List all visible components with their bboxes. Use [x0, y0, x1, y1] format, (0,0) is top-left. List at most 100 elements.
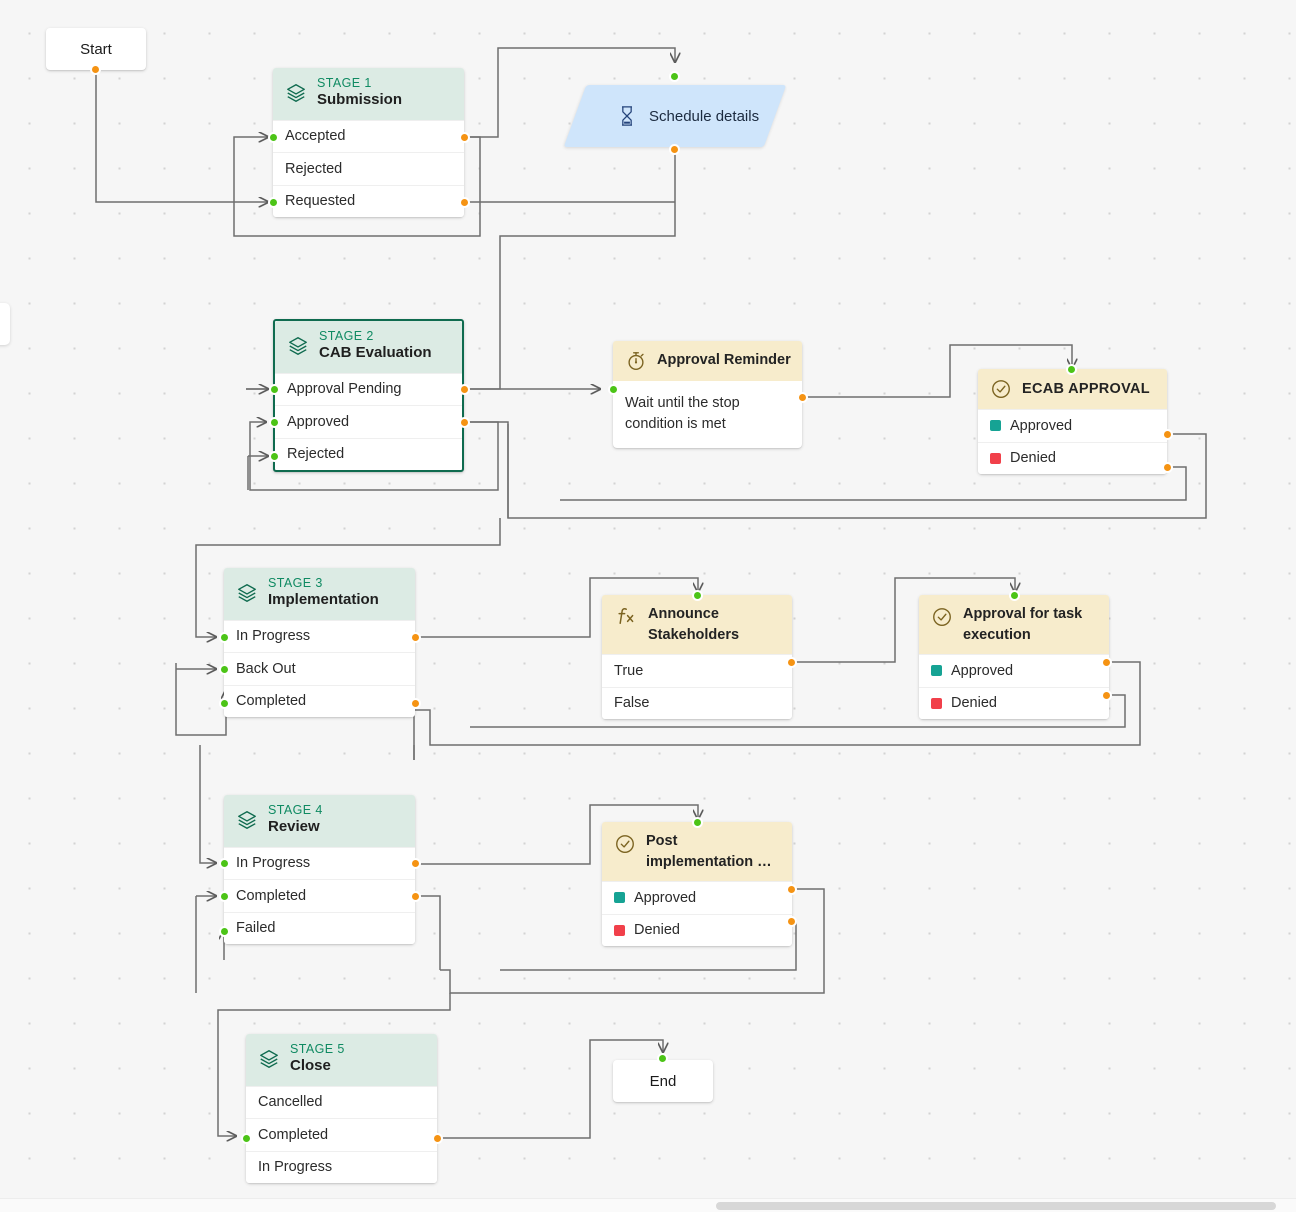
horizontal-scrollbar-thumb[interactable]: [716, 1202, 1276, 1210]
check-circle-icon: [616, 835, 634, 853]
stage-1-header: STAGE 1 Submission: [273, 68, 464, 120]
post-implementation-row-approved[interactable]: Approved: [602, 881, 792, 914]
approval-task-execution-in-port[interactable]: [1009, 590, 1020, 601]
schedule-details-out-port[interactable]: [669, 144, 680, 155]
ecab-approval-row-denied[interactable]: Denied: [978, 441, 1167, 474]
stage-2-number: STAGE 2: [319, 329, 374, 343]
stage-5-node[interactable]: STAGE 5 Close Cancelled Completed In Pro…: [246, 1034, 437, 1184]
stage-3-in-progress-in-port[interactable]: [219, 632, 230, 643]
approval-task-execution-approved-out-port[interactable]: [1101, 657, 1112, 668]
end-node[interactable]: End: [613, 1060, 713, 1102]
stage-2-row-rejected[interactable]: Rejected: [275, 437, 462, 471]
stage-1-node[interactable]: STAGE 1 Submission Accepted Rejected Req…: [273, 68, 464, 218]
stage-5-completed-out-port[interactable]: [432, 1133, 443, 1144]
schedule-details-label: Schedule details: [649, 107, 760, 125]
announce-stakeholders-title: Announce Stakeholders: [648, 606, 740, 643]
ecab-approval-node[interactable]: ECAB APPROVAL Approved Denied: [978, 369, 1167, 474]
post-implementation-node[interactable]: Post implementation … Approved Denied: [602, 822, 792, 947]
stage-1-row-requested[interactable]: Requested: [273, 184, 464, 218]
stage-5-completed-in-port[interactable]: [241, 1133, 252, 1144]
stage-5-row-cancelled[interactable]: Cancelled: [246, 1085, 437, 1119]
stage-1-accepted-in-port[interactable]: [268, 132, 279, 143]
ecab-approval-in-port[interactable]: [1066, 364, 1077, 375]
ecab-approval-approved-label: Approved: [1010, 417, 1073, 434]
stage-3-row-back-out[interactable]: Back Out: [224, 652, 415, 685]
start-node[interactable]: Start: [46, 28, 146, 70]
post-implementation-denied-label: Denied: [634, 922, 680, 939]
approval-reminder-out-port[interactable]: [797, 392, 808, 403]
stage-2-approved-out-port[interactable]: [459, 417, 470, 428]
stage-3-in-progress-out-port[interactable]: [410, 632, 421, 643]
approval-task-execution-row-denied[interactable]: Denied: [919, 686, 1109, 720]
stage-3-node[interactable]: STAGE 3 Implementation In Progress Back …: [224, 568, 415, 718]
layers-icon: [260, 1049, 278, 1068]
stage-5-header: STAGE 5 Close: [246, 1034, 437, 1086]
ecab-approval-title: ECAB APPROVAL: [1022, 380, 1150, 397]
stage-2-row-approved[interactable]: Approved: [275, 405, 462, 438]
horizontal-scrollbar[interactable]: [0, 1198, 1296, 1212]
schedule-details-in-port[interactable]: [669, 71, 680, 82]
stage-4-row-in-progress[interactable]: In Progress: [224, 846, 415, 880]
stage-4-in-progress-out-port[interactable]: [410, 858, 421, 869]
stage-2-rejected-in-port[interactable]: [269, 451, 280, 462]
stage-5-name: Close: [290, 1057, 331, 1075]
approved-swatch: [990, 420, 1001, 432]
announce-stakeholders-in-port[interactable]: [692, 590, 703, 601]
stage-2-approved-in-port[interactable]: [269, 417, 280, 428]
announce-stakeholders-true-out-port[interactable]: [786, 657, 797, 668]
approval-task-execution-row-approved[interactable]: Approved: [919, 654, 1109, 687]
stage-1-requested-out-port[interactable]: [459, 197, 470, 208]
stage-4-completed-out-port[interactable]: [410, 891, 421, 902]
approval-reminder-title: Approval Reminder: [657, 352, 791, 368]
post-implementation-denied-out-port[interactable]: [786, 916, 797, 927]
ecab-approval-row-approved[interactable]: Approved: [978, 409, 1167, 442]
check-circle-icon: [992, 380, 1010, 398]
function-fx-icon: [618, 608, 634, 624]
stage-2-row-approval-pending[interactable]: Approval Pending: [275, 372, 462, 406]
stage-5-row-in-progress[interactable]: In Progress: [246, 1150, 437, 1184]
stage-1-row-accepted[interactable]: Accepted: [273, 119, 464, 153]
announce-stakeholders-row-true[interactable]: True: [602, 654, 792, 687]
approval-reminder-node[interactable]: Approval Reminder Wait until the stop co…: [613, 341, 802, 449]
announce-stakeholders-node[interactable]: Announce Stakeholders True False: [602, 595, 792, 720]
stage-4-in-progress-in-port[interactable]: [219, 858, 230, 869]
stage-3-back-out-in-port[interactable]: [219, 664, 230, 675]
hourglass-icon: [622, 106, 632, 126]
check-circle-icon: [933, 608, 951, 626]
denied-swatch: [990, 452, 1001, 464]
approval-task-execution-denied-out-port[interactable]: [1101, 690, 1112, 701]
ecab-approval-approved-out-port[interactable]: [1162, 429, 1173, 440]
side-panel-handle[interactable]: [0, 303, 10, 345]
start-out-port[interactable]: [90, 64, 101, 75]
end-in-port[interactable]: [657, 1053, 668, 1064]
stage-4-row-failed[interactable]: Failed: [224, 911, 415, 945]
stage-4-failed-in-port[interactable]: [219, 926, 230, 937]
approval-reminder-body: Wait until the stop condition is met: [625, 395, 740, 432]
stage-1-accepted-out-port[interactable]: [459, 132, 470, 143]
stage-1-row-rejected[interactable]: Rejected: [273, 152, 464, 185]
stage-3-completed-in-port[interactable]: [219, 698, 230, 709]
post-implementation-in-port[interactable]: [692, 817, 703, 828]
stage-3-completed-out-port[interactable]: [410, 698, 421, 709]
approval-task-execution-node[interactable]: Approval for task execution Approved Den…: [919, 595, 1109, 720]
stage-3-number: STAGE 3: [268, 576, 323, 590]
stage-2-node[interactable]: STAGE 2 CAB Evaluation Approval Pending …: [273, 319, 464, 473]
post-implementation-approved-out-port[interactable]: [786, 884, 797, 895]
stage-1-name: Submission: [317, 91, 403, 109]
schedule-details-node[interactable]: Schedule details: [563, 85, 787, 147]
stage-4-completed-in-port[interactable]: [219, 891, 230, 902]
stage-3-row-completed[interactable]: Completed: [224, 684, 415, 718]
post-implementation-row-denied[interactable]: Denied: [602, 913, 792, 947]
stage-4-node[interactable]: STAGE 4 Review In Progress Completed Fai…: [224, 795, 415, 945]
ecab-approval-denied-out-port[interactable]: [1162, 462, 1173, 473]
stage-2-approval-pending-out-port[interactable]: [459, 384, 470, 395]
announce-stakeholders-row-false[interactable]: False: [602, 686, 792, 720]
approval-reminder-in-port[interactable]: [608, 384, 619, 395]
stage-4-row-completed[interactable]: Completed: [224, 879, 415, 912]
stage-1-requested-in-port[interactable]: [268, 197, 279, 208]
stage-5-row-completed[interactable]: Completed: [246, 1118, 437, 1151]
stage-2-approval-pending-in-port[interactable]: [269, 384, 280, 395]
stage-3-row-in-progress[interactable]: In Progress: [224, 619, 415, 653]
